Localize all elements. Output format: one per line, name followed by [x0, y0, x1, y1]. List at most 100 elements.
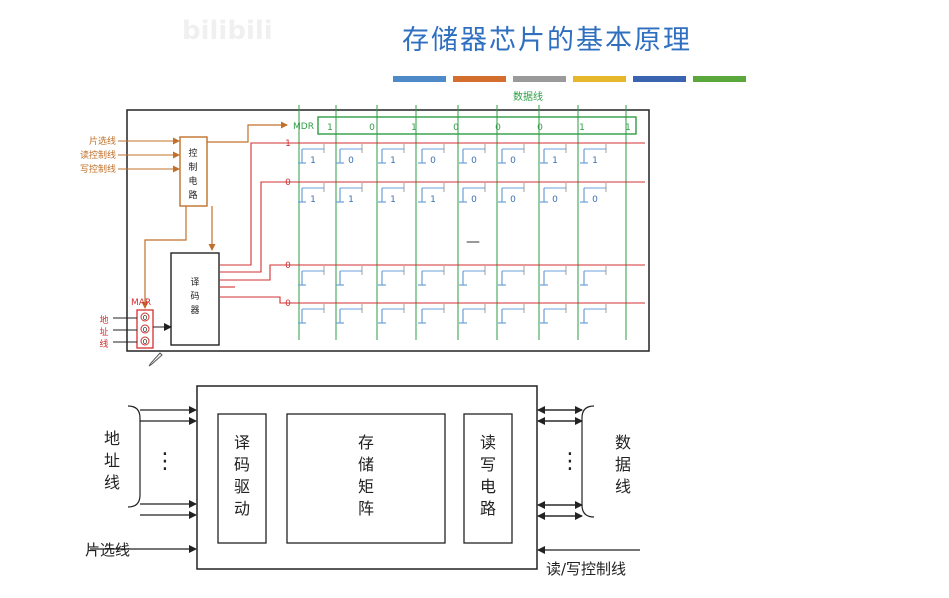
memory-cell [378, 266, 405, 286]
row-select-value: 1 [285, 139, 291, 149]
memory-cell: 1 [378, 144, 405, 166]
cell-value: 0 [430, 156, 436, 166]
chip-block [196, 385, 538, 570]
memory-cell: 0 [418, 144, 445, 166]
mar-bit: 0 [143, 338, 147, 346]
vertical-char: 址 [99, 326, 108, 338]
data-brace [581, 405, 595, 518]
vertical-char: 动 [234, 499, 250, 518]
row-select-value: 0 [285, 299, 291, 309]
cell-value: 0 [348, 156, 354, 166]
vertical-char: 路 [480, 499, 496, 518]
memory-cell: 1 [298, 144, 325, 166]
vertical-char: 地 [104, 429, 120, 448]
memory-cell: 0 [540, 183, 567, 205]
rw-circuit-block [463, 413, 513, 544]
memory-cell [580, 266, 607, 286]
vertical-char: 存 [358, 433, 374, 452]
vertical-char: 驱 [234, 477, 250, 496]
memory-cell: 1 [418, 183, 445, 205]
memory-cell [459, 304, 486, 324]
memory-cell [298, 266, 325, 286]
cell-value: 1 [390, 156, 396, 166]
vertical-char: 译 [190, 277, 199, 288]
vertical-char: 器 [190, 305, 199, 316]
mar-bit-cell [140, 336, 150, 346]
vertical-char: 阵 [358, 499, 374, 518]
page-title: 存储器芯片的基本原理 [402, 25, 692, 56]
cell-value: 0 [471, 195, 477, 205]
cell-value: 1 [310, 195, 316, 205]
cell-value: 0 [552, 195, 558, 205]
row-select-value: 0 [285, 261, 291, 271]
color-bar-6 [693, 76, 746, 82]
mdr-bit: 1 [327, 123, 333, 133]
control-to-mdr [207, 121, 288, 143]
chip-outline [126, 109, 650, 352]
color-bar-2 [453, 76, 506, 82]
vertical-char: 数 [615, 433, 631, 452]
row-select-value: 0 [285, 178, 291, 188]
mdr-bit: 1 [579, 123, 585, 133]
memory-cell [498, 304, 525, 324]
vertical-char: 码 [234, 455, 250, 474]
decoder-out-row4 [219, 296, 293, 304]
vertical-char: 线 [615, 477, 631, 496]
pencil-icon [148, 352, 163, 367]
cell-value: 1 [592, 156, 598, 166]
vertical-char: 矩 [358, 477, 374, 496]
data-line-label: 数据线 [513, 90, 543, 103]
rows-ellipsis: — [466, 234, 480, 250]
cell-value: 1 [552, 156, 558, 166]
mar-bit: 0 [143, 326, 147, 334]
data-ellipsis: ⋮ [559, 449, 581, 474]
control-circuit [179, 136, 208, 207]
memory-cell [378, 304, 405, 324]
memory-cell: 1 [580, 144, 607, 166]
memory-cell: 0 [580, 183, 607, 205]
color-bar-strip [393, 76, 746, 82]
mdr-bit: 0 [537, 123, 543, 133]
storage-matrix-block [286, 413, 446, 544]
vertical-char: 据 [615, 455, 631, 474]
vertical-char: 读 [480, 433, 496, 452]
decoder-driver-block [217, 413, 267, 544]
decoder-out-row2 [219, 181, 293, 273]
memory-cell: 0 [498, 144, 525, 166]
decoder-out-row1 [219, 142, 293, 266]
memory-cell: 1 [336, 183, 363, 205]
memory-cell [540, 304, 567, 324]
cell-value: 1 [310, 156, 316, 166]
color-bar-1 [393, 76, 446, 82]
vertical-char: 地 [99, 314, 108, 326]
decoder [170, 252, 220, 346]
vertical-char: 电 [480, 477, 496, 496]
memory-cell [459, 266, 486, 286]
rw-control-label: 读/写控制线 [546, 560, 626, 578]
control-to-mar [141, 206, 187, 309]
vertical-char: 址 [104, 451, 120, 470]
memory-cell: 1 [540, 144, 567, 166]
mdr-label: MDR [293, 122, 314, 132]
cell-value: 1 [348, 195, 354, 205]
cell-value: 0 [510, 195, 516, 205]
vertical-char: 线 [99, 338, 108, 350]
mdr-bit: 0 [369, 123, 375, 133]
mdr-bit: 0 [453, 123, 459, 133]
memory-cell [298, 304, 325, 324]
vertical-char: 制 [188, 161, 197, 173]
vertical-char: 控 [188, 147, 197, 159]
vertical-char: 译 [234, 433, 250, 452]
memory-cell: 0 [459, 183, 486, 205]
mar-register [136, 309, 154, 349]
memory-cell [418, 304, 445, 324]
color-bar-4 [573, 76, 626, 82]
decoder-out-row3 [219, 264, 293, 281]
memory-cell [580, 304, 607, 324]
mdr-bit: 1 [625, 123, 631, 133]
memory-cell: 1 [378, 183, 405, 205]
